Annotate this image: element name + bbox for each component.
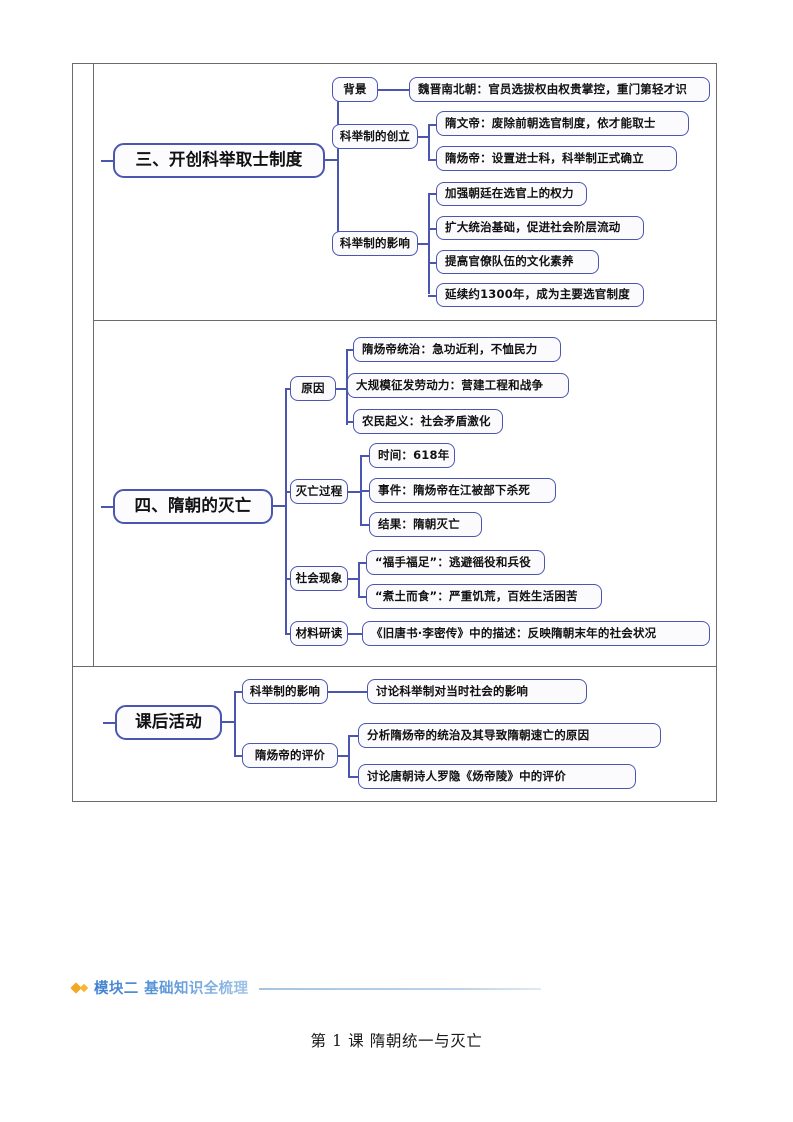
connector-keju-creation-leaf1 — [428, 159, 438, 161]
connector-activity-yangdi-out — [338, 755, 350, 757]
connector-cause-leaf2 — [346, 421, 355, 423]
mindmap-leaf-fall-1[interactable]: 事件：隋炀帝在江被部下杀死 — [369, 478, 556, 503]
connector-keju-impact-out — [418, 243, 430, 245]
mindmap-leaf-activity-keju-0[interactable]: 讨论科举制对当时社会的影响 — [367, 679, 587, 704]
mindmap-branch-fall-process[interactable]: 灭亡过程 — [290, 479, 348, 504]
mindmap-branch-background[interactable]: 背景 — [332, 77, 378, 102]
connector-keju-creation-trunk — [428, 124, 430, 160]
table-row-divider-1 — [93, 320, 717, 321]
mindmap-table-frame — [72, 63, 717, 802]
mindmap-branch-keju-impact[interactable]: 科举制的影响 — [332, 231, 418, 256]
mindmap-branch-keju-creation[interactable]: 科举制的创立 — [332, 124, 418, 149]
connector-root4-stub — [101, 506, 113, 509]
connector-social-out — [348, 578, 360, 580]
mindmap-leaf-activity-yangdi-0[interactable]: 分析隋炀帝的统治及其导致隋朝速亡的原因 — [358, 723, 661, 748]
connector-root4-trunk — [285, 388, 287, 635]
diamond-icon-small — [79, 983, 89, 992]
connector-material-out — [348, 633, 363, 635]
connector-activity-yangdi-leaf1 — [348, 776, 360, 778]
mindmap-branch-social-phenomena[interactable]: 社会现象 — [290, 566, 348, 591]
connector-cause-leaf0 — [346, 349, 355, 351]
module-title: 模块二 基础知识全梳理 — [94, 977, 248, 998]
mindmap-leaf-keju-impact-1[interactable]: 扩大统治基础，促进社会阶层流动 — [436, 216, 644, 240]
connector-activity-yangdi-in — [234, 755, 245, 757]
connector-cause-out — [336, 388, 348, 390]
mindmap-leaf-keju-creation-0[interactable]: 隋文帝：废除前朝选官制度，依才能取士 — [436, 111, 689, 136]
connector-keju-impact-leaf1 — [428, 228, 438, 230]
mindmap-root-section-4[interactable]: 四、隋朝的灭亡 — [113, 489, 273, 524]
connector-activity-stub — [103, 722, 115, 725]
connector-branch-bg-out — [378, 89, 409, 91]
table-row-divider-2 — [72, 666, 717, 667]
module-header: 模块二 基础知识全梳理 — [70, 977, 542, 998]
mindmap-branch-activity-keju-impact[interactable]: 科举制的影响 — [242, 679, 328, 704]
connector-social-trunk — [358, 562, 360, 597]
connector-keju-creation-out — [418, 136, 430, 138]
connector-root3-trunk — [337, 90, 339, 250]
module-header-rule — [259, 987, 542, 991]
connector-fall-leaf2 — [360, 524, 371, 526]
double-diamond-icon — [70, 981, 89, 994]
connector-fall-out — [348, 491, 362, 493]
mindmap-root-section-3[interactable]: 三、开创科举取士制度 — [113, 143, 325, 178]
mindmap-leaf-bg-0[interactable]: 魏晋南北朝：官员选拔权由权贵掌控，重门第轻才识 — [409, 77, 710, 102]
mindmap-leaf-keju-impact-2[interactable]: 提高官僚队伍的文化素养 — [436, 250, 599, 274]
connector-social-leaf1 — [358, 596, 368, 598]
mindmap-leaf-keju-impact-3[interactable]: 延续约1300年，成为主要选官制度 — [436, 283, 644, 307]
page-footer-title: 第 1 课 隋朝统一与灭亡 — [310, 1032, 483, 1050]
connector-root4-out — [273, 505, 287, 507]
mindmap-leaf-material-0[interactable]: 《旧唐书·李密传》中的描述：反映隋朝末年的社会状况 — [362, 621, 710, 646]
mindmap-leaf-social-0[interactable]: “福手福足”：逃避徭役和兵役 — [366, 550, 545, 575]
connector-fall-leaf1 — [360, 490, 371, 492]
connector-social-leaf0 — [358, 562, 368, 564]
connector-keju-creation-leaf0 — [428, 124, 438, 126]
mindmap-leaf-cause-2[interactable]: 农民起义：社会矛盾激化 — [353, 409, 503, 434]
mindmap-leaf-keju-impact-0[interactable]: 加强朝廷在选官上的权力 — [436, 182, 587, 206]
mindmap-leaf-activity-yangdi-1[interactable]: 讨论唐朝诗人罗隐《炀帝陵》中的评价 — [358, 764, 636, 789]
connector-activity-yangdi-trunk — [348, 735, 350, 777]
connector-fall-leaf0 — [360, 455, 371, 457]
mindmap-leaf-keju-creation-1[interactable]: 隋炀帝：设置进士科，科举制正式确立 — [436, 146, 677, 171]
mindmap-leaf-fall-0[interactable]: 时间：618年 — [369, 443, 455, 468]
mindmap-leaf-social-1[interactable]: “煮土而食”：严重饥荒，百姓生活困苦 — [366, 584, 602, 609]
table-column-divider — [93, 63, 94, 666]
mindmap-leaf-cause-1[interactable]: 大规模征发劳动力：营建工程和战争 — [347, 373, 569, 398]
connector-activity-keju-in — [234, 691, 245, 693]
mindmap-branch-activity-yangdi-eval[interactable]: 隋炀帝的评价 — [242, 743, 338, 768]
connector-activity-out — [222, 721, 236, 723]
connector-activity-yangdi-leaf0 — [348, 735, 360, 737]
connector-activity-keju-out — [328, 691, 368, 693]
connector-keju-impact-trunk — [428, 193, 430, 294]
mindmap-branch-cause[interactable]: 原因 — [290, 376, 336, 401]
mindmap-branch-material-reading[interactable]: 材料研读 — [290, 621, 348, 646]
connector-keju-impact-leaf3 — [428, 295, 438, 297]
connector-keju-impact-leaf2 — [428, 262, 438, 264]
mindmap-leaf-cause-0[interactable]: 隋炀帝统治：急功近利，不恤民力 — [353, 337, 561, 362]
connector-root3-stub — [101, 160, 113, 163]
connector-activity-trunk — [234, 691, 236, 756]
connector-keju-impact-leaf0 — [428, 193, 438, 195]
mindmap-leaf-fall-2[interactable]: 结果：隋朝灭亡 — [369, 512, 482, 537]
connector-root3-out — [325, 159, 339, 161]
mindmap-root-activity[interactable]: 课后活动 — [115, 705, 222, 740]
